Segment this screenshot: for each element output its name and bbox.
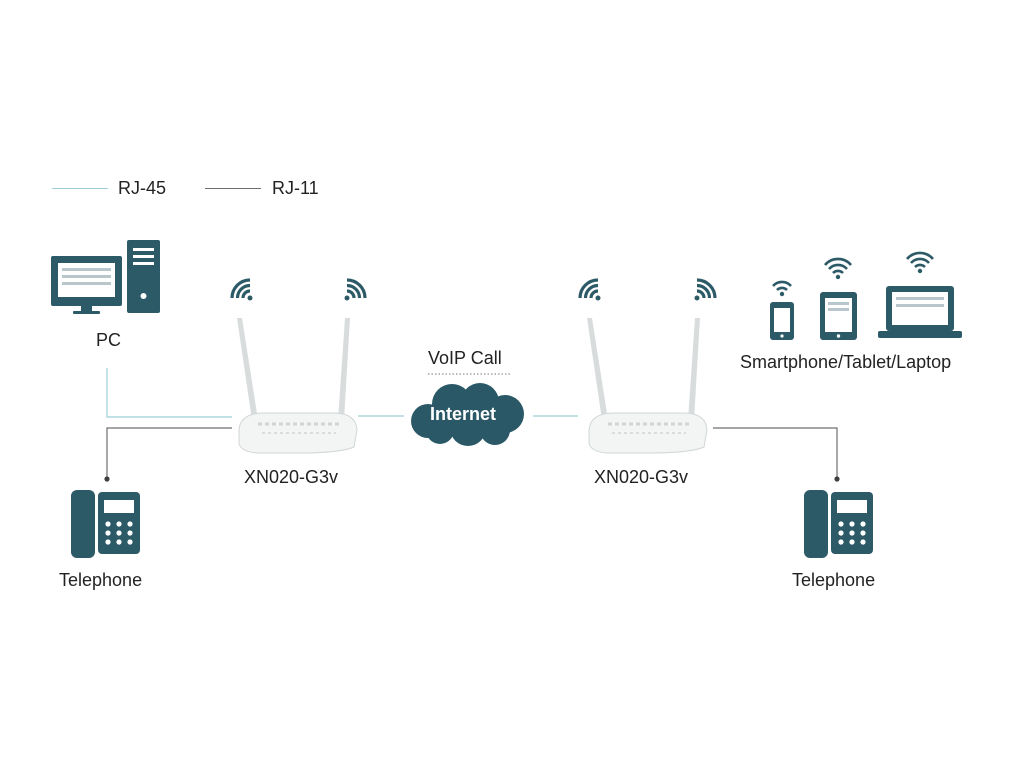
legend-label-rj11: RJ-11 bbox=[272, 178, 319, 198]
legend-line-rj11 bbox=[205, 188, 261, 189]
desktop-computer-icon bbox=[51, 240, 160, 314]
right-phone-cable bbox=[713, 427, 838, 478]
wireless-clients-label: Smartphone/Tablet/Laptop bbox=[740, 352, 952, 372]
legend-label-rj45: RJ-45 bbox=[118, 178, 167, 198]
pc-to-router-cable bbox=[106, 368, 232, 418]
legend-line-rj45 bbox=[52, 188, 108, 189]
internet-label: Internet bbox=[430, 404, 497, 424]
rj11-connections bbox=[106, 427, 838, 478]
router-icon-left bbox=[237, 318, 358, 454]
rj45-connections bbox=[106, 368, 578, 418]
left-phone-cable bbox=[106, 427, 232, 478]
right-phone-cable-end bbox=[834, 476, 840, 482]
smartphone-icon bbox=[770, 302, 794, 340]
router-icon-right bbox=[587, 318, 708, 454]
laptop-icon bbox=[878, 286, 962, 338]
router-right-label: XN020-G3v bbox=[594, 467, 689, 487]
telephone-left-label: Telephone bbox=[59, 570, 143, 590]
voip-call-label: VoIP Call bbox=[428, 348, 502, 368]
left-phone-cable-end bbox=[104, 476, 110, 482]
desk-telephone-icon-right bbox=[804, 490, 873, 558]
telephone-right-label: Telephone bbox=[792, 570, 876, 590]
router-left-label: XN020-G3v bbox=[244, 467, 339, 487]
cloud-icon bbox=[411, 383, 524, 446]
tablet-icon bbox=[820, 292, 857, 340]
desk-telephone-icon-left bbox=[71, 490, 140, 558]
device-wifi-icons bbox=[772, 251, 934, 297]
wifi-signal-icon bbox=[230, 278, 717, 301]
pc-label: PC bbox=[96, 330, 122, 350]
